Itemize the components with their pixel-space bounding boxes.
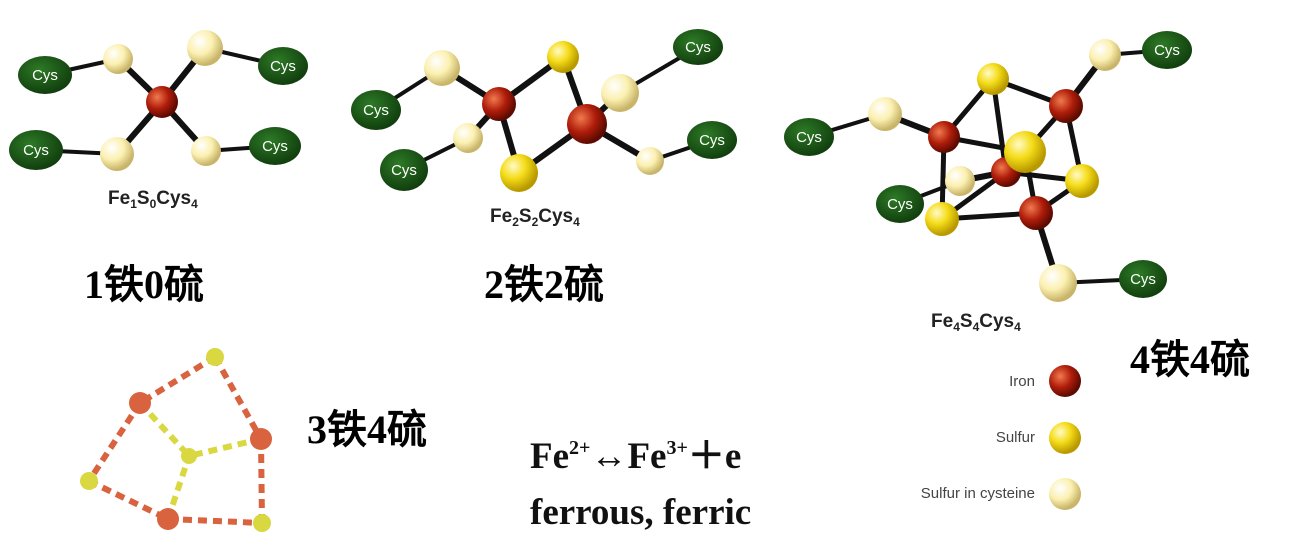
sulfur-atom	[1004, 131, 1046, 173]
svg-text:Cys: Cys	[1130, 271, 1156, 288]
sulfur-atom	[925, 202, 959, 236]
cysteine-sulfur-atom	[191, 136, 221, 166]
cys-group: Cys	[784, 118, 834, 156]
cysteine-sulfur-atom	[636, 147, 664, 175]
cysteine-sulfur-atom	[601, 74, 639, 112]
legend-swatch-cysteine-sulfur	[1049, 478, 1081, 510]
legend: Iron Sulfur Sulfur in cysteine	[921, 365, 1081, 510]
caption-1fe-0s: 1铁0硫	[84, 262, 204, 307]
legend-label-cysteine-sulfur: Sulfur in cysteine	[921, 485, 1035, 502]
svg-text:Cys: Cys	[887, 196, 913, 213]
sulfur-atom	[253, 514, 271, 532]
legend-swatch-iron	[1049, 365, 1081, 397]
cysteine-sulfur-atom	[100, 137, 134, 171]
legend-label-iron: Iron	[1009, 373, 1035, 390]
svg-text:Cys: Cys	[1154, 42, 1180, 59]
svg-text:Cys: Cys	[23, 142, 49, 159]
sulfur-atom	[547, 41, 579, 73]
redox-equation: Fe2+↔Fe3+＋e	[530, 436, 741, 477]
svg-text:Cys: Cys	[270, 58, 296, 75]
svg-text:Cys: Cys	[262, 138, 288, 155]
caption-4fe-4s: 4铁4硫	[1130, 337, 1250, 382]
iron-atom	[928, 121, 960, 153]
cys-group: Cys	[1142, 31, 1192, 69]
caption-3fe-4s: 3铁4硫	[307, 407, 427, 452]
cysteine-sulfur-atom	[945, 166, 975, 196]
sulfur-atom	[181, 448, 197, 464]
cys-group: Cys	[18, 56, 72, 94]
cys-group: Cys	[249, 127, 301, 165]
caption-2fe-2s: 2铁2硫	[484, 262, 604, 307]
cys-group: Cys	[351, 90, 401, 130]
iron-atom	[146, 86, 178, 118]
svg-text:Cys: Cys	[363, 102, 389, 119]
sulfur-atom	[1065, 164, 1099, 198]
svg-text:Cys: Cys	[796, 129, 822, 146]
legend-label-sulfur: Sulfur	[996, 429, 1035, 446]
cysteine-sulfur-atom	[424, 50, 460, 86]
fe3s4-structure	[80, 348, 272, 532]
cysteine-sulfur-atom	[1089, 39, 1121, 71]
cys-group: Cys	[9, 130, 63, 170]
iron-atom	[482, 87, 516, 121]
sulfur-atom	[500, 154, 538, 192]
cys-group: Cys	[687, 121, 737, 159]
fe1s0cys4-structure: Cys Cys Cys Cys Fe1S0Cys4	[9, 30, 308, 211]
iron-atom	[129, 392, 151, 414]
svg-text:Cys: Cys	[391, 162, 417, 179]
formula-fe1s0cys4: Fe1S0Cys4	[108, 188, 198, 211]
iron-atom	[1019, 196, 1053, 230]
iron-atom	[250, 428, 272, 450]
formula-fe4s4cys4: Fe4S4Cys4	[931, 311, 1021, 334]
cys-group: Cys	[258, 47, 308, 85]
fe2s2cys4-structure: Cys Cys Cys Cys Fe2S2Cys4	[351, 29, 737, 229]
formula-fe2s2cys4: Fe2S2Cys4	[490, 206, 580, 229]
iron-atom	[1049, 89, 1083, 123]
sulfur-atom	[80, 472, 98, 490]
cysteine-sulfur-atom	[453, 123, 483, 153]
cys-group: Cys	[673, 29, 723, 65]
fe4s4cys4-structure: Cys Cys Cys Cys Fe4S4Cys4	[784, 31, 1192, 334]
cys-group: Cys	[380, 149, 428, 191]
cys-group: Cys	[876, 185, 924, 223]
svg-text:Cys: Cys	[32, 67, 58, 84]
svg-text:Cys: Cys	[685, 39, 711, 56]
iron-atom	[567, 104, 607, 144]
cysteine-sulfur-atom	[103, 44, 133, 74]
oxidation-state-names: ferrous, ferric	[530, 492, 751, 533]
iron-atom	[157, 508, 179, 530]
cys-group: Cys	[1119, 260, 1167, 298]
cysteine-sulfur-atom	[868, 97, 902, 131]
sulfur-atom	[977, 63, 1009, 95]
legend-swatch-sulfur	[1049, 422, 1081, 454]
cysteine-sulfur-atom	[1039, 264, 1077, 302]
svg-text:Cys: Cys	[699, 132, 725, 149]
cysteine-sulfur-atom	[187, 30, 223, 66]
sulfur-atom	[206, 348, 224, 366]
